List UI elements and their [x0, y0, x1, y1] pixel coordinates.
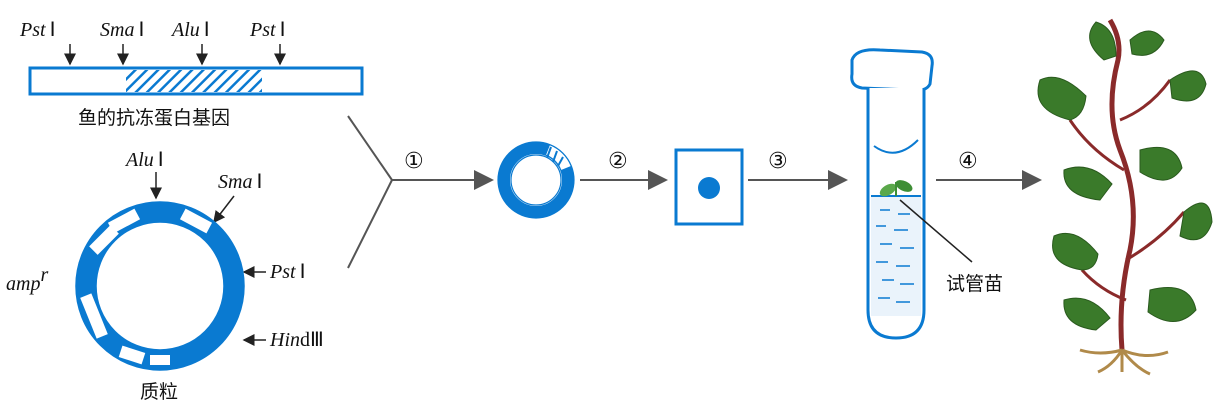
recombinant-plasmid: [497, 141, 575, 219]
seedling: [879, 180, 913, 197]
plasmid-site-hind3: HindⅢ: [269, 329, 324, 351]
plasmid-amp-marker: ampr: [6, 264, 48, 295]
converge-lines: [347, 115, 494, 269]
plasmid-ring-gaps: [80, 208, 213, 365]
step-4-label: ④: [958, 149, 978, 174]
step-3-label: ③: [768, 149, 788, 174]
plant-icon: [1037, 18, 1213, 376]
step-2-label: ②: [608, 149, 628, 174]
plasmid-caption: 质粒: [140, 381, 178, 403]
gene-site-arrows: [64, 44, 286, 66]
tube-label-pointer: [899, 199, 973, 263]
step-1-label: ①: [404, 149, 424, 174]
arrow-icon: [213, 195, 235, 224]
plant-cell: [674, 148, 744, 226]
test-tube-icon: [850, 48, 934, 340]
gene-caption: 鱼的抗冻蛋白基因: [78, 107, 230, 129]
antifreeze-gene-region: [126, 70, 262, 92]
tube-label: 试管苗: [946, 273, 1003, 295]
